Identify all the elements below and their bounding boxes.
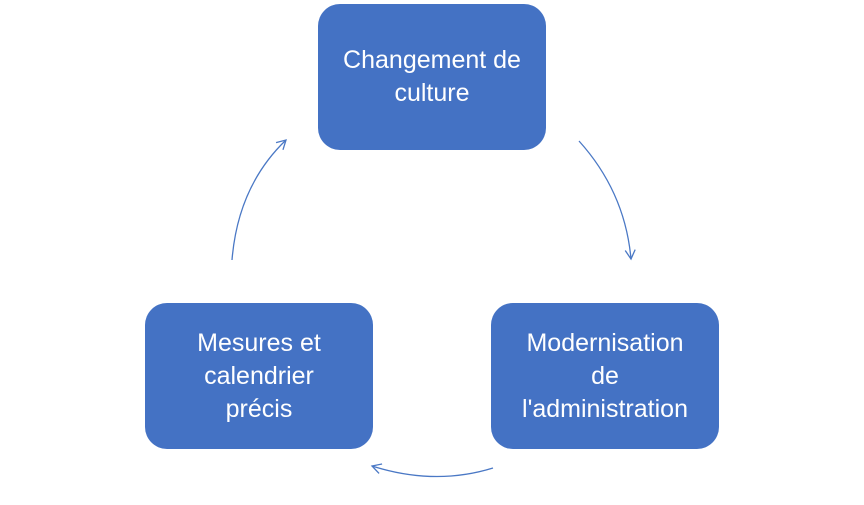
arrow-top-to-right bbox=[578, 140, 636, 261]
arrow-left-to-top bbox=[231, 139, 287, 261]
node-label-right: Modernisation de l'administration bbox=[522, 328, 688, 423]
node-changement-de-culture: Changement de culture bbox=[318, 4, 546, 150]
arrow-right-to-left bbox=[370, 463, 494, 478]
node-label-left: Mesures et calendrier précis bbox=[197, 328, 321, 423]
node-modernisation-administration: Modernisation de l'administration bbox=[491, 303, 719, 449]
node-label-top: Changement de culture bbox=[343, 46, 521, 107]
node-mesures-calendrier: Mesures et calendrier précis bbox=[145, 303, 373, 449]
